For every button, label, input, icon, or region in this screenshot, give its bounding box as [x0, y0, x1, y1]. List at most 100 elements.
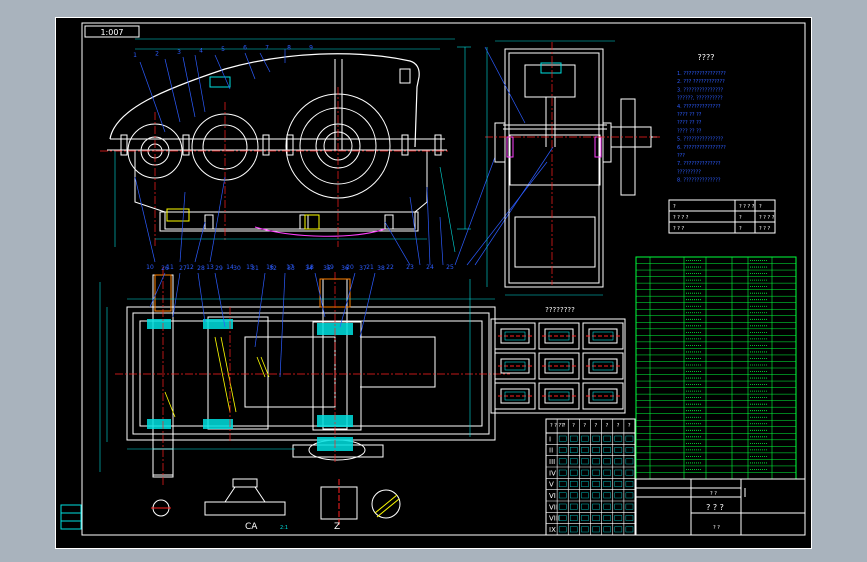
gear-table-cell	[570, 515, 578, 521]
gear-table-cell	[625, 503, 634, 510]
gear-table-cell	[570, 526, 578, 533]
gear-table-row-label: IX	[549, 526, 556, 534]
gear-table-row-label: VII	[549, 503, 558, 511]
gear-table-cell	[570, 469, 578, 476]
gear-table-row-label: I	[549, 435, 551, 443]
gear-table-header: ?	[572, 423, 575, 429]
spec-cell: ? ? ?	[759, 226, 770, 232]
title-block-sheet: ? ?	[713, 525, 720, 531]
leader-number: 21	[366, 264, 374, 271]
section-label-ca: CA	[245, 522, 258, 532]
leader-number: 25	[446, 264, 454, 271]
sub-caption: 2:1	[280, 525, 288, 531]
leader-number: 5	[221, 46, 225, 53]
gear-table-cell	[614, 481, 623, 487]
gear-table-cell	[581, 447, 589, 453]
notes-heading: ????	[698, 53, 715, 62]
leader-number: 24	[426, 264, 434, 271]
gear-table-row-label: III	[549, 458, 555, 466]
leader-number: 12	[186, 264, 194, 271]
leader-number: 26	[161, 265, 169, 272]
part-cell	[582, 322, 624, 350]
housing-cover-outline	[109, 53, 420, 148]
leader-number: 36	[341, 265, 349, 272]
note-line: ??????, ??????????	[677, 96, 723, 102]
spec-cell: ?	[739, 215, 742, 221]
note-line: 5. ???????????????	[677, 137, 724, 143]
part-dimension	[548, 391, 570, 401]
leader-number: 30	[233, 265, 241, 272]
intermediate-shaft	[207, 316, 269, 430]
gear-table-cell	[592, 458, 600, 465]
part-dimension	[592, 331, 614, 341]
gear-table-cell	[625, 447, 634, 453]
gear-table-cell	[592, 469, 600, 476]
gear-table-cell	[603, 515, 611, 521]
note-line: 3. ???????????????	[677, 87, 724, 93]
gear-table-row-label: V	[549, 481, 554, 489]
gear-table-header: ?	[617, 423, 620, 429]
leader-number: 37	[359, 265, 367, 272]
part-cell	[582, 352, 624, 380]
gear-table-cell	[558, 447, 567, 453]
part-dimension	[504, 331, 526, 341]
scale-box	[84, 25, 140, 38]
gear-table-cell	[558, 435, 567, 442]
note-line: 1. ????????????????	[677, 71, 726, 77]
leader-number: 17	[286, 264, 294, 271]
gear-table-cell	[570, 435, 578, 442]
leader-number: 4	[199, 48, 203, 55]
gear-table-cell	[614, 447, 623, 453]
gear-table-cell	[625, 481, 634, 487]
part-dimension	[548, 331, 570, 341]
part-cell	[538, 352, 580, 380]
leader-number: 32	[269, 265, 277, 272]
gear-table-cell	[581, 481, 589, 487]
gear-table-cell	[558, 515, 567, 521]
gear-table-cell	[581, 492, 589, 499]
part-dimension	[548, 361, 570, 371]
note-line: ???? ?? ??	[677, 112, 702, 118]
leader-number: 6	[243, 45, 247, 52]
title-block-scale: ? ?	[710, 491, 717, 497]
leader-number: 34	[305, 265, 313, 272]
leader-number: 33	[287, 265, 295, 272]
part-dimension	[592, 361, 614, 371]
gear-table-cell	[558, 469, 567, 476]
gear-table-cell	[625, 515, 634, 521]
gear-table-cell	[603, 458, 611, 465]
gear-table-cell	[570, 447, 578, 453]
gear-table-cell	[614, 458, 623, 465]
note-line: ???? ?? ??	[677, 120, 702, 126]
part-dimension	[504, 391, 526, 401]
leader-number: 13	[206, 264, 214, 271]
leader-number: 10	[146, 264, 154, 271]
detail-views	[151, 478, 401, 527]
leader-number: 31	[251, 265, 259, 272]
leader-number: 19	[326, 264, 334, 271]
gear-table-cell	[603, 526, 611, 533]
gear-table-cell	[625, 469, 634, 476]
section-label-z: Z	[334, 522, 340, 532]
bill-of-materials	[635, 256, 797, 480]
spec-table: ?? ? ? ??? ? ? ??? ? ? ?? ? ??? ? ?	[668, 199, 776, 234]
leader-number: 14	[226, 264, 234, 271]
gear-table-cell	[603, 469, 611, 476]
note-line: ???? ?? ??	[677, 128, 702, 134]
parts-grid-title: ????????	[545, 306, 575, 314]
spec-cell: ?	[673, 204, 676, 210]
part-cell	[538, 382, 580, 410]
gear-table-cell	[558, 492, 567, 499]
leader-number: 16	[266, 264, 274, 271]
gear-table-cell	[603, 481, 611, 487]
gear-table-cell	[592, 503, 600, 510]
gear-table-cell	[614, 492, 623, 499]
parts-grid: ????????	[490, 306, 626, 414]
gear-table-cell	[581, 458, 589, 465]
gearbox-drawing: 1:007	[55, 17, 812, 549]
leader-number: 15	[246, 264, 254, 271]
part-cell	[494, 382, 536, 410]
side-view	[484, 40, 660, 296]
